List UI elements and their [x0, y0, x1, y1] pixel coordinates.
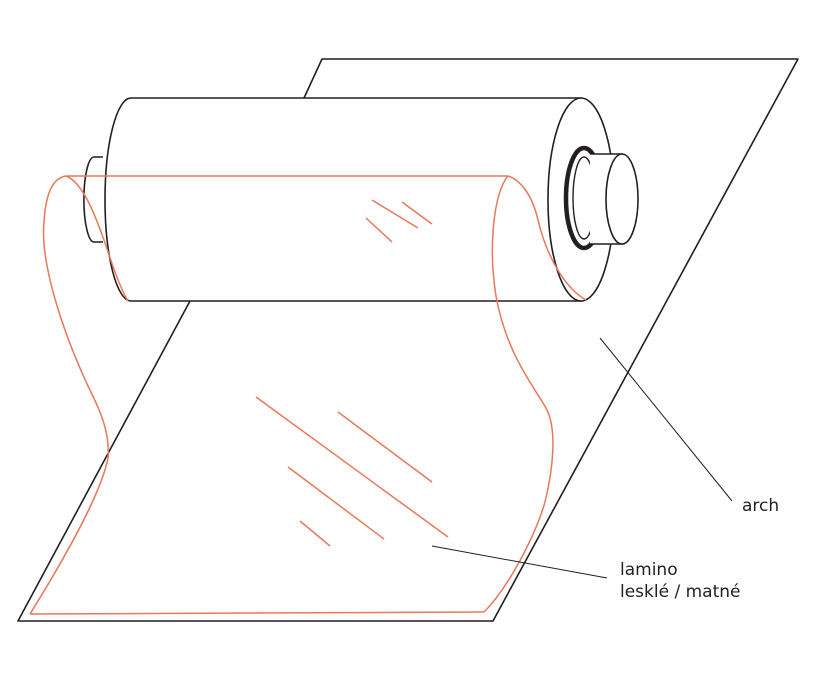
film-label-line2: lesklé / matné: [620, 582, 741, 602]
roll-core-left: [83, 156, 103, 243]
film-label: lamino lesklé / matné: [620, 559, 740, 603]
roll-core-right: [590, 153, 639, 245]
film-label-line1: lamino: [620, 560, 678, 580]
sheet-outline: [17, 58, 799, 622]
roll-cylinder: [104, 97, 615, 302]
laminating-film: [29, 175, 587, 615]
leader-lines: [431, 337, 733, 579]
leader-line-arch: [599, 337, 733, 502]
leader-line-lamino: [431, 545, 608, 579]
sheet-label: arch: [742, 496, 780, 516]
